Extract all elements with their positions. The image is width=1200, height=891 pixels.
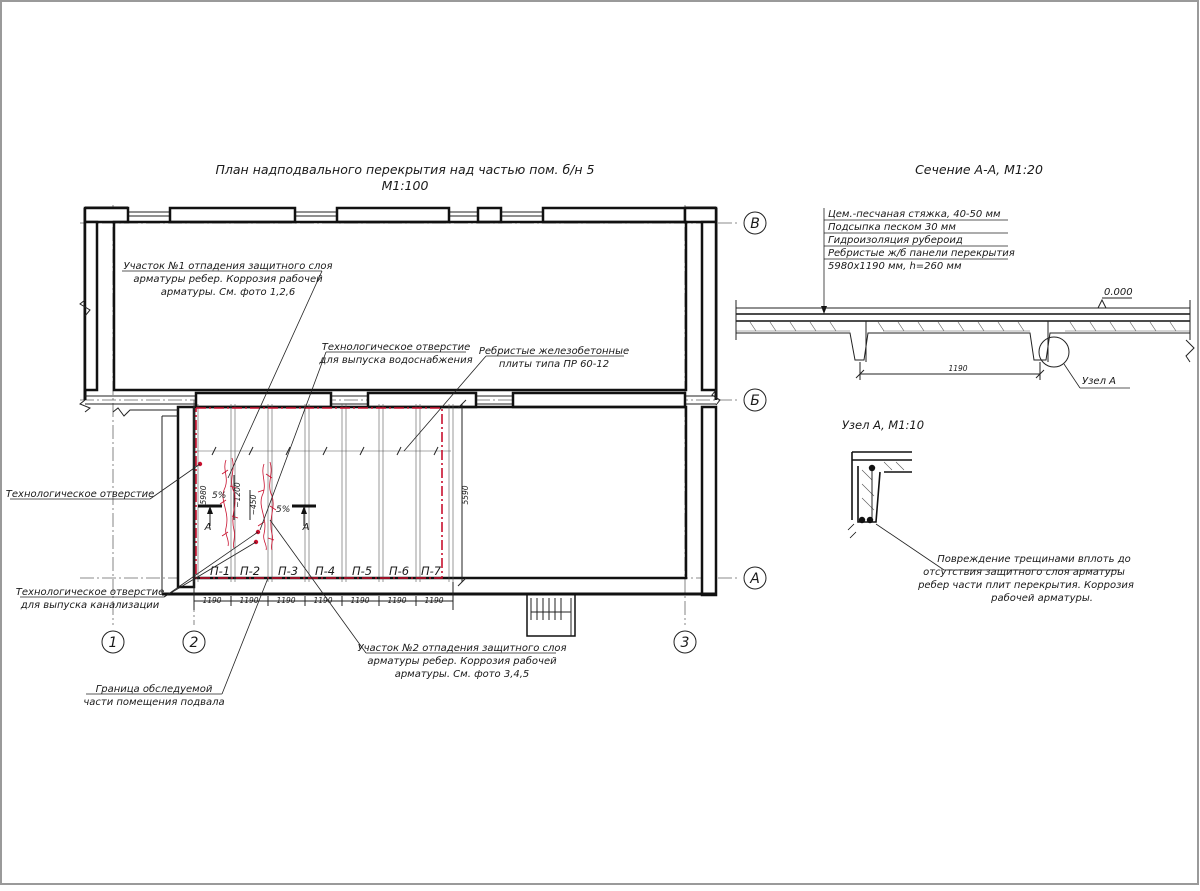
callout-text: Участок №1 отпадения защитного слоя [123, 261, 332, 272]
level-value: 0.000 [1104, 287, 1133, 298]
slab-panels [193, 404, 454, 582]
node-note-text: ребер части плит перекрытия. Коррозия [917, 579, 1134, 591]
section-layers-legend: Цем.-песчаная стяжка, 40-50 мм Подсыпка … [821, 208, 1015, 314]
callout-text: арматуры. См. фото 3,4,5 [395, 669, 530, 680]
callout-slabs: Ребристые железобетонные плиты типа ПР 6… [403, 345, 629, 452]
panel-label: П-7 [421, 564, 442, 578]
axis-label-a: А [749, 571, 760, 587]
plan-title: План надподвального перекрытия над часть… [216, 162, 595, 177]
panel-label: П-3 [278, 564, 298, 578]
axis-bubble-3: 3 [673, 630, 697, 654]
panel-label: П-2 [240, 564, 260, 578]
dim-label-1200: ~1200 [233, 482, 242, 508]
callout-text: Ребристые железобетонные [479, 345, 629, 357]
axis-bubble-b: Б [743, 388, 767, 412]
callout-text: арматуры ребер. Коррозия рабочей [367, 655, 557, 667]
callout-water-hole: Технологическое отверстие для выпуска во… [259, 342, 473, 531]
layer-label: Цем.-песчаная стяжка, 40-50 мм [828, 209, 1001, 220]
dim-label-5980: 5980 [199, 485, 208, 504]
layer-label: Ребристые ж/б панели перекрытия [828, 247, 1015, 259]
panel-label: П-4 [315, 564, 335, 578]
axis-bubble-2: 2 [182, 630, 206, 654]
dim-label: 1190 [313, 596, 332, 605]
dim-label: 1190 [350, 596, 369, 605]
node-note: Повреждение трещинами вплоть до отсутств… [917, 554, 1134, 604]
section-cut-mark-right: А [292, 504, 316, 533]
dim-label: 1190 [239, 596, 258, 605]
cut-label-right: А [302, 522, 310, 533]
section-title: Сечение А-А, М1:20 [915, 162, 1043, 177]
dim-label-5590: 5590 [461, 485, 470, 504]
callout-area-2: Участок №2 отпадения защитного слоя арма… [269, 519, 567, 680]
axis-label-3: 3 [681, 635, 690, 651]
dim-label: 1190 [276, 596, 295, 605]
callout-boundary: Граница обследуемой части помещения подв… [83, 577, 269, 708]
dim-label-450: ~450 [249, 494, 258, 515]
callout-text: для выпуска водоснабжения [318, 354, 472, 366]
axis-bubble-1: 1 [101, 630, 125, 654]
callout-tech-hole: Технологическое отверстие [6, 463, 201, 500]
callout-area-1: Участок №1 отпадения защитного слоя арма… [122, 261, 333, 479]
panel-label: П-5 [352, 564, 372, 578]
node-note-text: рабочей арматуры. [990, 592, 1093, 604]
slope-label-1: 5% [212, 491, 226, 501]
level-mark: 0.000 [1097, 287, 1133, 309]
node-note-text: отсутствия защитного слоя арматуры [923, 567, 1125, 578]
section-cut-mark-left: А [198, 504, 222, 533]
axis-label-b: Б [750, 393, 760, 409]
callout-text: для выпуска канализации [20, 600, 160, 611]
callout-text: Технологическое отверстие [322, 342, 470, 353]
node-a-label: Узел А [1082, 376, 1116, 387]
axis-bubble-v: В [743, 211, 767, 235]
dim-label: 1190 [387, 596, 406, 605]
callout-text: Участок №2 отпадения защитного слоя [357, 643, 566, 654]
panel-dimensions: 1190 1190 1190 1190 1190 1190 1190 [193, 582, 454, 610]
panel-labels: П-1 П-2 П-3 П-4 П-5 П-6 П-7 [210, 564, 442, 578]
callout-text: Технологическое отверстие [16, 587, 164, 598]
dim-local: 5980 ~1200 ~450 [199, 475, 258, 520]
callout-text: плиты типа ПР 60-12 [499, 359, 609, 370]
panel-label: П-6 [389, 564, 409, 578]
layer-label: Гидроизоляция рубероид [828, 234, 963, 246]
section-slab [735, 300, 1195, 363]
slope-label-2: 5% [276, 505, 290, 515]
dim-label: 1190 [424, 596, 443, 605]
rib-spacing-dim: 1190 [855, 362, 1045, 380]
dim-5590: 5590 [457, 399, 470, 587]
damage-zone-1 [197, 457, 239, 549]
axis-label-2: 2 [190, 635, 199, 651]
node-a-callout: Узел А [1038, 336, 1130, 389]
rib-spacing-label: 1190 [948, 364, 967, 373]
cut-label-left: А [204, 522, 212, 533]
callout-sewer-hole: Технологическое отверстие для выпуска ка… [16, 531, 259, 611]
survey-boundary [195, 407, 443, 579]
node-detail [847, 451, 1120, 571]
callout-text: Граница обследуемой [96, 683, 213, 695]
axis-label-v: В [750, 216, 760, 232]
callout-text: арматуры ребер. Коррозия рабочей [133, 273, 323, 285]
plan-scale: М1:100 [382, 178, 429, 193]
node-note-text: Повреждение трещинами вплоть до [937, 554, 1130, 565]
axis-label-1: 1 [109, 635, 118, 651]
callout-text: Технологическое отверстие [6, 489, 154, 500]
node-title: Узел А, М1:10 [842, 418, 924, 432]
layer-label: 5980х1190 мм, h=260 мм [828, 261, 962, 272]
layer-label: Подсыпка песком 30 мм [828, 222, 956, 233]
axis-bubble-a: А [743, 566, 767, 590]
panel-label: П-1 [210, 564, 230, 578]
dim-label: 1190 [202, 596, 221, 605]
callout-text: части помещения подвала [83, 697, 224, 708]
callout-text: арматуры. См. фото 1,2,6 [161, 287, 296, 298]
building-walls [79, 206, 721, 637]
